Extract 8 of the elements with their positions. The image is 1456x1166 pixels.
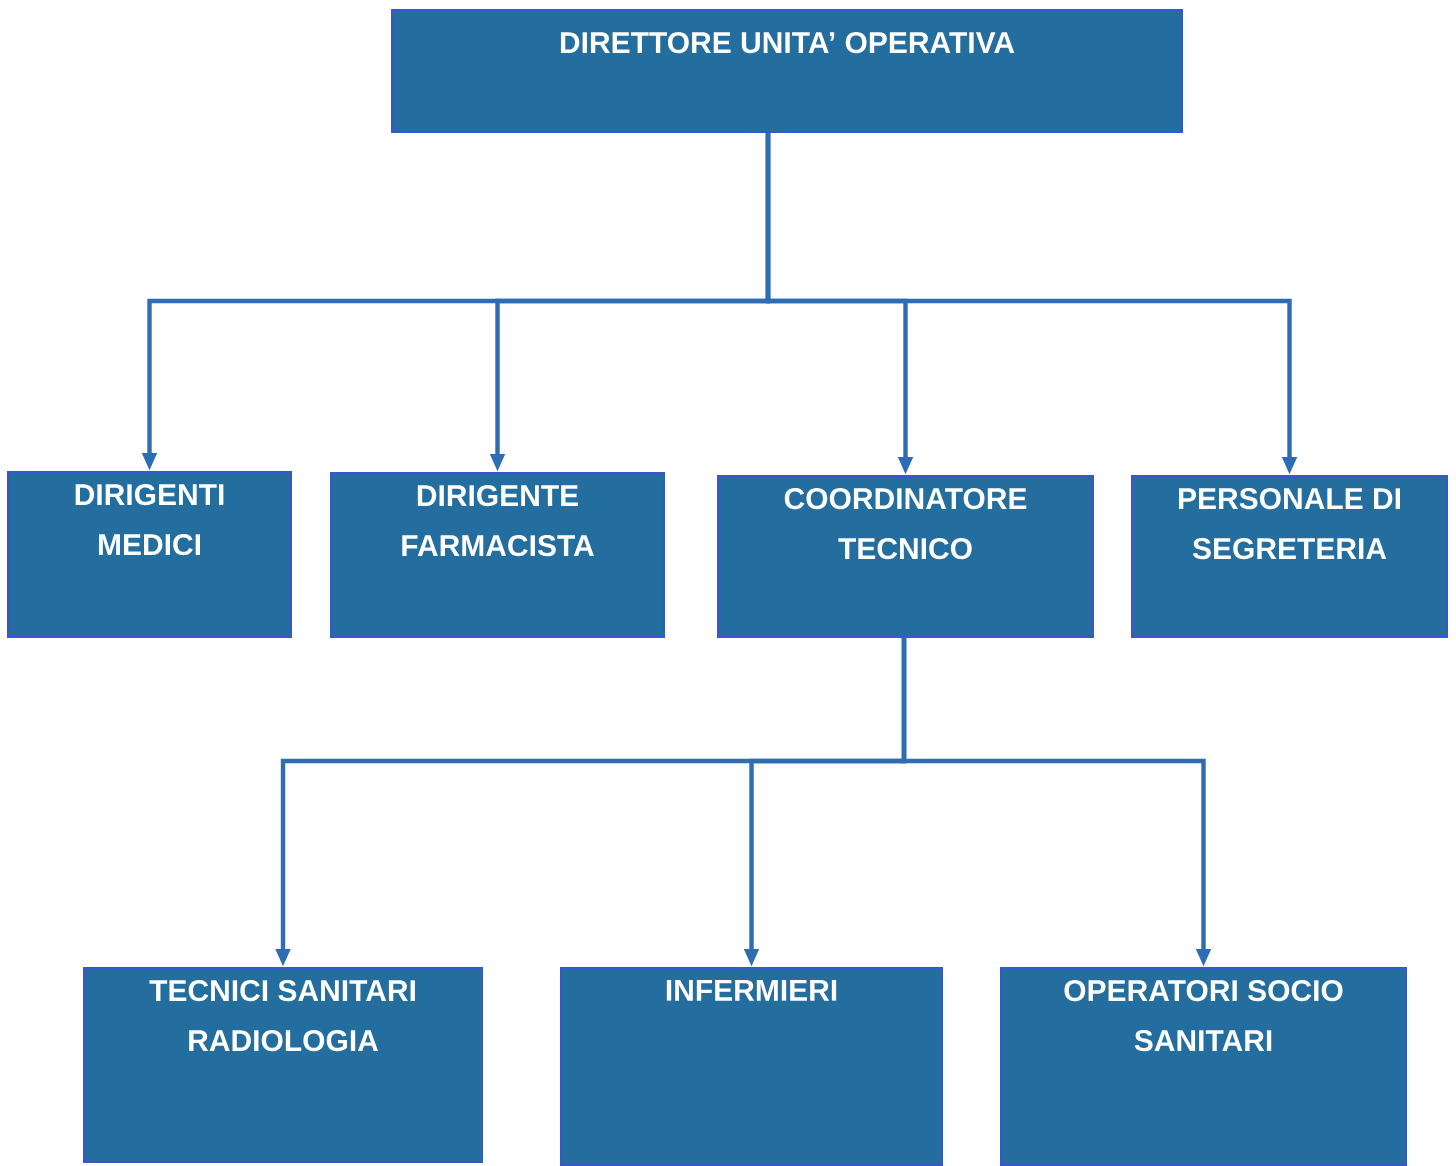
org-box: TECNICI SANITARI RADIOLOGIA	[83, 967, 483, 1163]
org-box: OPERATORI SOCIO SANITARI	[1000, 967, 1407, 1166]
org-box: DIRIGENTI MEDICI	[7, 471, 292, 638]
org-box: PERSONALE DI SEGRETERIA	[1131, 475, 1448, 638]
org-box: COORDINATORE TECNICO	[717, 475, 1094, 638]
org-box: DIRETTORE UNITA’ OPERATIVA	[391, 9, 1183, 133]
org-box: DIRIGENTE FARMACISTA	[330, 472, 665, 638]
org-box: INFERMIERI	[560, 967, 943, 1166]
